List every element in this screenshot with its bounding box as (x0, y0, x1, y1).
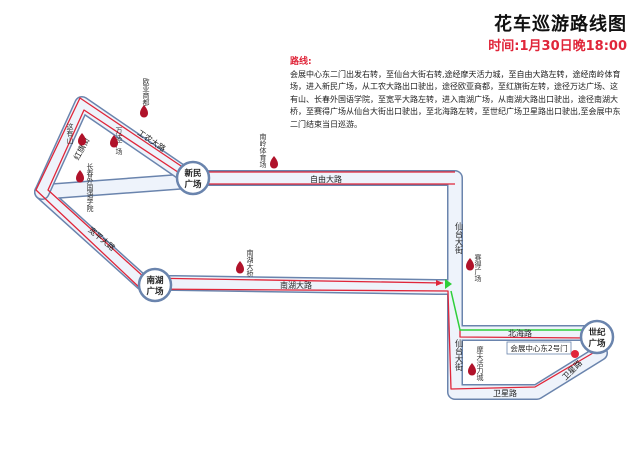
poi-label-nanhu-bridge: 南湖大桥 (246, 248, 254, 278)
pin-icon (76, 170, 84, 183)
pin-icon (236, 261, 244, 274)
poi-label-waiguoyu: 长春外国语学院 (86, 162, 94, 213)
route-line-green (450, 290, 590, 331)
map-title: 花车巡游路线图 (494, 14, 627, 35)
road-label-ziyou: 自由大路 (310, 174, 342, 184)
pin-icon (468, 363, 476, 376)
xinmin-square-node (175, 160, 211, 196)
nanhu-square-label-1: 南湖 (146, 275, 164, 286)
road-label-xiantai-1: 仙台大街 (455, 221, 464, 255)
shiji-square-label-1: 世纪 (588, 327, 606, 338)
shiji-square-node (579, 319, 615, 355)
pin-icon (140, 105, 148, 118)
start-point-icon (571, 350, 579, 358)
road-label-nanhu: 南湖大路 (280, 280, 312, 290)
pin-icon (270, 156, 278, 169)
poi-label-ouya: 欧亚商都 (142, 77, 150, 107)
xinmin-square-label-2: 广场 (184, 179, 202, 190)
poi-label-motian: 摩天活力城 (476, 345, 484, 382)
route-line-red (35, 97, 594, 390)
nanhu-square-label-2: 广场 (146, 286, 164, 297)
direction-arrow-icon (436, 280, 443, 286)
poi-label-saide: 赛得广场 (474, 253, 482, 283)
map-time: 时间:1月30日晚18:00 (488, 39, 627, 54)
poi-label-wanda: 万达广场 (115, 127, 123, 156)
exhibition-gate-marker: 会展中心东2号门 (506, 341, 579, 358)
direction-arrow-icon (445, 279, 452, 289)
square-nodes: 新民 广场 南湖 广场 世纪 广场 (137, 160, 615, 355)
xinmin-square-label-1: 新民 (184, 168, 201, 179)
route-description: 会展中心东二门出发右转，至仙台大街右转,途经摩天活力城，至自由大路左转，途经南岭… (290, 69, 621, 129)
poi-label-exhibition: 会展中心东2号门 (510, 343, 567, 353)
poi-labels: 欧亚商都 万达广场 这有山 长春外国语学院 南岭体育场 南湖大桥 赛得广场 摩天… (66, 77, 484, 382)
route-label: 路线: (290, 57, 312, 67)
shiji-square-label-2: 广场 (588, 338, 606, 349)
nanhu-square-node (137, 267, 173, 303)
poi-label-nanling: 南岭体育场 (259, 132, 267, 169)
road-label-xiantai-2: 仙台大街 (455, 338, 464, 372)
route-description-panel: 路线: 会展中心东二门出发右转，至仙台大街右转,途经摩天活力城，至自由大路左转，… (290, 56, 622, 131)
road-labels: 工农大路 红旗街 宽平大路 自由大路 南湖大路 北海路 卫星路 卫星路 仙台大街… (71, 127, 584, 398)
road-label-weixing-1: 卫星路 (493, 388, 517, 398)
poi-label-zheyoushan: 这有山 (66, 122, 74, 145)
road-label-beihai: 北海路 (508, 328, 532, 338)
pin-icon (466, 258, 474, 271)
pin-icon (78, 133, 86, 146)
